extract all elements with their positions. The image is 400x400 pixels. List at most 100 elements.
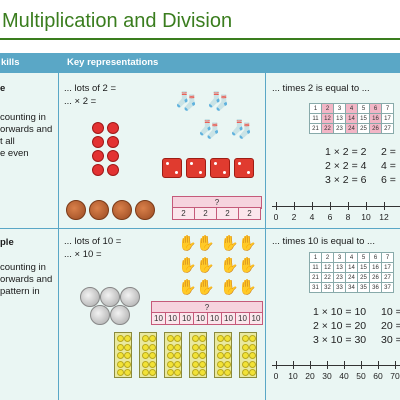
bar-model-cell: 10 [151,312,166,325]
ten-frame-dot [192,352,199,359]
bar-model-cell: 10 [235,312,250,325]
row-divider [0,228,400,229]
ten-frame-dot [249,343,256,351]
bar-model-cell: 10 [193,312,208,325]
number-line-tick [294,202,295,210]
ten-frame-dot [242,360,249,368]
ten-frame-dot [117,343,124,351]
row1-skill-title: e [0,83,6,94]
number-line-label: 0 [273,212,279,222]
ten-frame-dot [117,369,124,376]
ten-frame-dot [149,352,156,359]
page-title: Multiplication and Division [2,10,233,32]
equation-left: 3 × 2 = 6 [325,174,367,186]
equation-right: 20 = [381,320,400,332]
number-line-tick [293,361,294,369]
number-line-label: 6 [327,212,333,222]
ten-frame-dot [142,335,149,342]
bar-model-cell: 2 [194,207,217,220]
number-line-tick [312,202,313,210]
equation-left: 1 × 10 = 10 [313,306,367,318]
row2-skill-title: ple [0,237,14,248]
ten-frame-dot [174,352,181,359]
number-line-tick [348,202,349,210]
row2-skill-line: pattern in [0,286,40,297]
times-2-heading: ... times 2 is equal to ... [272,83,370,94]
equation-left: 2 × 10 = 20 [313,320,367,332]
number-line-label: 40 [339,371,349,381]
row1-skill-line: counting in [0,112,46,123]
ten-frame-dot [142,343,149,351]
bar-model-cell: 10 [249,312,263,325]
ten-frame-dot [167,360,174,368]
number-line-tick [366,202,367,210]
equation-right: 2 = [381,146,396,158]
title-underline [0,38,400,40]
number-line-label: 60 [373,371,383,381]
ten-frame-dot [192,343,199,351]
ten-frame-dot [249,369,256,376]
ten-frame-dot [242,369,249,376]
times-10-text: ... × 10 = [64,249,102,260]
ten-frame-dot [224,343,231,351]
row2-skill-line: counting in [0,262,46,273]
ten-frame-dot [149,369,156,376]
number-line-tick [344,361,345,369]
ten-frame-dot [117,360,124,368]
ten-frame-dot [199,335,206,342]
bar-model-cell: 2 [238,207,261,220]
ten-frame-dot [124,360,131,368]
equation-left: 3 × 10 = 30 [313,334,367,346]
ten-frame-dot [199,343,206,351]
number-line-label: 20 [305,371,315,381]
equation-right: 30 = [381,334,400,346]
column-divider [58,53,59,400]
header-skills: kills [0,53,58,73]
ten-frame-dot [124,335,131,342]
ten-frame-dot [142,352,149,359]
row1-skill-line: t all [0,136,15,147]
equation-right: 10 = [381,306,400,318]
times-2-text: ... × 2 = [64,96,97,107]
number-line-tick [395,361,396,369]
ten-frame-dot [174,343,181,351]
ten-frame-dot [249,352,256,359]
number-line-tick [276,361,277,369]
number-line-label: 50 [356,371,366,381]
ten-frame-dot [124,352,131,359]
header-key-representations: Key representations [59,53,400,73]
ten-frame-dot [149,343,156,351]
number-line-label: 30 [322,371,332,381]
number-line-label: 8 [345,212,351,222]
number-line-tick [327,361,328,369]
equation-left: 1 × 2 = 2 [325,146,367,158]
ten-frame-dot [242,352,249,359]
ten-frame-dot [192,369,199,376]
ten-frame-dot [224,352,231,359]
ten-frame-dot [217,360,224,368]
ten-frame-dot [224,369,231,376]
ten-frame-dot [167,335,174,342]
lots-of-2-text: ... lots of 2 = [64,83,117,94]
ten-frame-dot [192,335,199,342]
number-line-tick [384,202,385,210]
ten-frame-dot [174,335,181,342]
number-line-label: 0 [273,371,279,381]
ten-frame-dot [142,369,149,376]
ten-frame-dot [174,369,181,376]
number-line-label: 2 [291,212,297,222]
ten-frame-dot [149,335,156,342]
ten-frame-dot [249,360,256,368]
number-line-label: 70 [390,371,400,381]
ten-frame-dot [199,360,206,368]
title-bar: Multiplication and Division [0,0,400,46]
ten-frame-dot [217,335,224,342]
bar-model-cell: 2 [172,207,195,220]
ten-frame-dot [167,369,174,376]
number-line-tick [330,202,331,210]
number-line-10 [272,365,400,366]
number-line-2 [272,206,400,207]
number-line-tick [361,361,362,369]
column-divider-2 [265,53,266,400]
